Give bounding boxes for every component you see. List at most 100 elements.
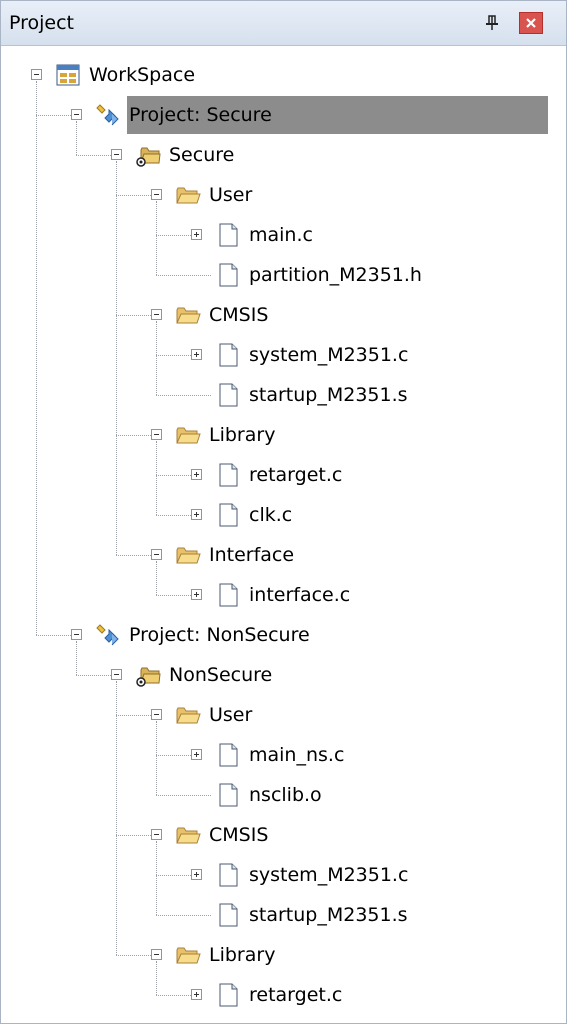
tree-guide-line — [116, 715, 151, 716]
tree-guide-line — [116, 555, 151, 556]
collapse-toggle[interactable] — [31, 69, 42, 80]
expand-toggle[interactable] — [191, 509, 202, 520]
file-icon — [219, 743, 238, 767]
project-icon — [96, 624, 119, 646]
tree-node-group[interactable]: Library — [209, 424, 276, 446]
collapse-toggle[interactable] — [151, 549, 162, 560]
tree-guide-line — [116, 195, 151, 196]
collapse-toggle[interactable] — [151, 309, 162, 320]
tree-guide-line — [156, 721, 157, 795]
target-folder-icon — [136, 667, 161, 687]
tree-node-file[interactable]: interface.c — [249, 584, 351, 606]
tree-guide-line — [76, 641, 77, 675]
panel-titlebar: Project — [1, 1, 566, 46]
tree-node-group[interactable]: Interface — [209, 544, 295, 566]
tree-node-target[interactable]: Secure — [169, 144, 235, 166]
workspace-icon — [56, 64, 80, 86]
collapse-toggle[interactable] — [71, 629, 82, 640]
collapse-toggle[interactable] — [151, 829, 162, 840]
tree-guide-line — [156, 595, 191, 596]
tree-node-file[interactable]: main_ns.c — [249, 744, 345, 766]
tree-guide-line — [156, 321, 157, 395]
file-icon — [219, 263, 238, 287]
tree-node-group[interactable]: User — [209, 704, 253, 726]
tree-guide-line — [36, 115, 71, 116]
folder-icon — [176, 707, 201, 724]
tree-guide-line — [156, 561, 157, 595]
pin-icon[interactable] — [483, 14, 501, 32]
folder-icon — [176, 827, 201, 844]
tree-guide-line — [76, 155, 111, 156]
expand-toggle[interactable] — [191, 469, 202, 480]
folder-icon — [176, 547, 201, 564]
tree-guide-line — [76, 121, 77, 155]
panel-title: Project — [9, 12, 75, 34]
tree-node-target[interactable]: NonSecure — [169, 664, 273, 686]
tree-node-file[interactable]: system_M2351.c — [249, 344, 409, 366]
collapse-toggle[interactable] — [151, 189, 162, 200]
file-icon — [219, 343, 238, 367]
tree-guide-line — [156, 441, 157, 515]
file-icon — [219, 583, 238, 607]
tree-guide-line — [156, 795, 211, 796]
file-icon — [219, 503, 238, 527]
tree-guide-line — [156, 395, 211, 396]
tree-node-file[interactable]: retarget.c — [249, 984, 343, 1006]
tree-guide-line — [116, 835, 151, 836]
tree-node-file[interactable]: nsclib.o — [249, 784, 322, 806]
tree-guide-line — [76, 675, 111, 676]
folder-icon — [176, 307, 201, 324]
tree-guide-line — [156, 515, 191, 516]
expand-toggle[interactable] — [191, 869, 202, 880]
expand-toggle[interactable] — [191, 589, 202, 600]
tree-guide-line — [116, 315, 151, 316]
file-icon — [219, 783, 238, 807]
tree-node-project[interactable]: Project: Secure — [129, 104, 272, 126]
tree-guide-line — [156, 875, 191, 876]
tree-guide-line — [156, 235, 191, 236]
folder-icon — [176, 427, 201, 444]
tree-node-file[interactable]: startup_M2351.s — [249, 384, 408, 406]
close-icon — [526, 18, 536, 28]
collapse-toggle[interactable] — [151, 429, 162, 440]
file-icon — [219, 463, 238, 487]
tree-node-workspace[interactable]: WorkSpace — [89, 64, 196, 86]
file-icon — [219, 863, 238, 887]
file-icon — [219, 903, 238, 927]
expand-toggle[interactable] — [191, 229, 202, 240]
selected-row-highlight — [127, 96, 548, 134]
tree-node-project[interactable]: Project: NonSecure — [129, 624, 310, 646]
file-icon — [219, 983, 238, 1007]
expand-toggle[interactable] — [191, 989, 202, 1000]
collapse-toggle[interactable] — [71, 109, 82, 120]
tree-node-file[interactable]: partition_M2351.h — [249, 264, 422, 286]
collapse-toggle[interactable] — [111, 149, 122, 160]
tree-node-group[interactable]: Library — [209, 944, 276, 966]
tree-guide-line — [156, 995, 191, 996]
collapse-toggle[interactable] — [151, 709, 162, 720]
tree-node-file[interactable]: startup_M2351.s — [249, 904, 408, 926]
close-button[interactable] — [519, 12, 543, 34]
collapse-toggle[interactable] — [151, 949, 162, 960]
file-icon — [219, 223, 238, 247]
tree-guide-line — [156, 275, 211, 276]
collapse-toggle[interactable] — [111, 669, 122, 680]
tree-node-file[interactable]: main.c — [249, 224, 313, 246]
tree-guide-line — [156, 915, 211, 916]
folder-icon — [176, 187, 201, 204]
tree-node-group[interactable]: CMSIS — [209, 824, 269, 846]
tree-guide-line — [36, 81, 37, 635]
tree-node-group[interactable]: CMSIS — [209, 304, 269, 326]
expand-toggle[interactable] — [191, 749, 202, 760]
tree-node-file[interactable]: system_M2351.c — [249, 864, 409, 886]
tree-guide-line — [156, 475, 191, 476]
tree-guide-line — [156, 961, 157, 995]
expand-toggle[interactable] — [191, 349, 202, 360]
tree-node-file[interactable]: clk.c — [249, 504, 293, 526]
tree-node-group[interactable]: User — [209, 184, 253, 206]
tree-guide-line — [116, 435, 151, 436]
target-folder-icon — [136, 147, 161, 167]
tree-node-file[interactable]: retarget.c — [249, 464, 343, 486]
file-icon — [219, 383, 238, 407]
